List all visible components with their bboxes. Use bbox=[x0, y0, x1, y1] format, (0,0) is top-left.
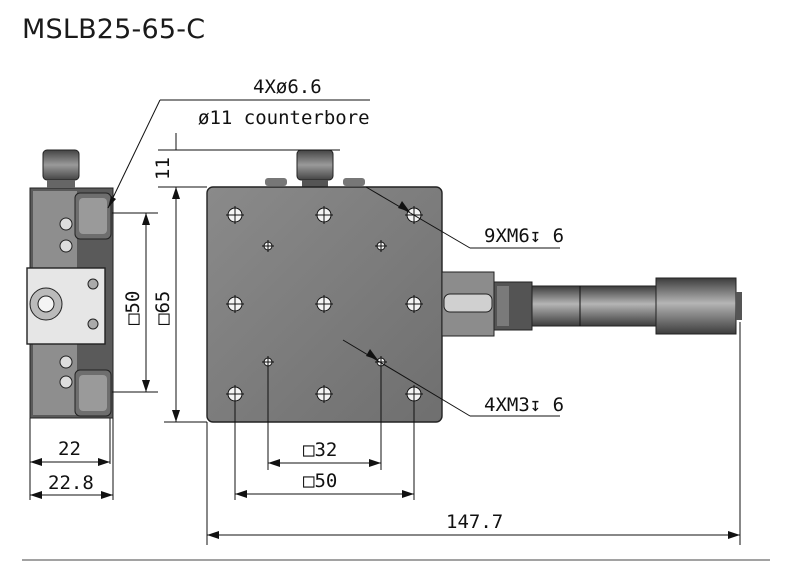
top-view bbox=[206, 149, 742, 423]
dim-22: 22 bbox=[58, 438, 81, 460]
dim-22-8: 22.8 bbox=[48, 472, 94, 494]
dim-147-7: 147.7 bbox=[446, 511, 503, 533]
callout-m3-thread: 4XM3↧ 6 bbox=[484, 394, 564, 416]
dim-50-horizontal: □50 bbox=[303, 470, 337, 492]
dimension-lines bbox=[22, 99, 770, 561]
drawing-title: MSLB25-65-C bbox=[22, 14, 206, 45]
dim-50-vertical: □50 bbox=[122, 291, 144, 325]
side-view bbox=[26, 149, 114, 419]
callout-counterbore: ø11 counterbore bbox=[198, 107, 370, 129]
callout-hole-count: 4Xø6.6 bbox=[253, 76, 322, 98]
dim-11: 11 bbox=[152, 157, 174, 180]
dim-32: □32 bbox=[303, 439, 337, 461]
callout-m6-thread: 9XM6↧ 6 bbox=[484, 225, 564, 247]
dim-65-vertical: □65 bbox=[152, 291, 174, 325]
